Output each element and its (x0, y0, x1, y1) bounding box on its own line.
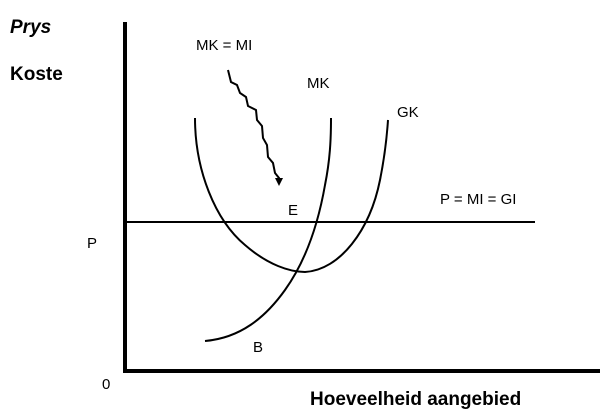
price-label: P (87, 235, 97, 252)
gk-curve-label: GK (397, 104, 419, 121)
origin-label: 0 (102, 376, 110, 393)
equilibrium-condition-label: MK = MI (196, 37, 252, 54)
x-axis-title: Hoeveelheid aangebied (310, 389, 521, 410)
y-axis-title-prys: Prys (10, 17, 51, 38)
point-e-label: E (288, 202, 298, 219)
price-line-label: P = MI = GI (440, 191, 516, 208)
mk-curve-label: MK (307, 75, 330, 92)
squiggly-arrow (227, 69, 283, 186)
left-u-curve (194, 117, 389, 274)
mk-curve (204, 117, 332, 342)
point-b-label: B (253, 339, 263, 356)
y-axis-title-koste: Koste (10, 64, 63, 85)
